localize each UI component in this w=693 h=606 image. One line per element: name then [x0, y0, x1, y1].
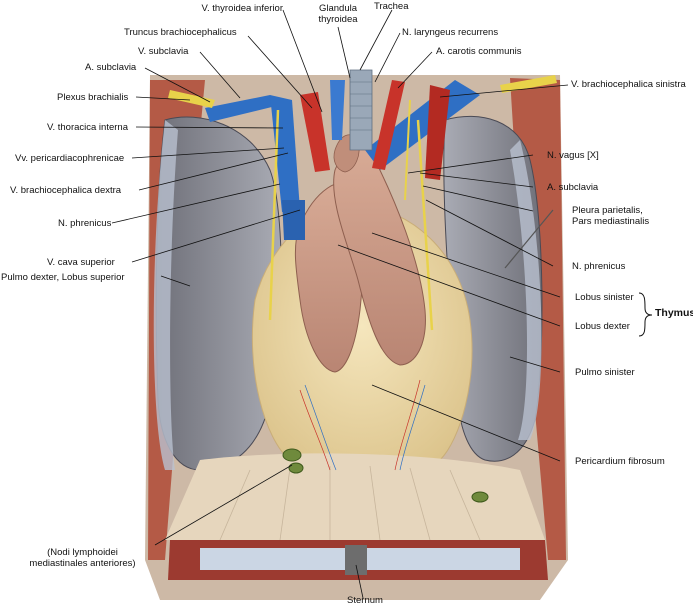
label-a-subclavia-left: A. subclavia: [547, 182, 599, 193]
n-vagus: [404, 99, 411, 201]
label-v-thoracica-interna: V. thoracica interna: [47, 122, 128, 133]
v-cava-superior: [282, 200, 305, 240]
plexus-brachialis: [168, 90, 215, 108]
pericardial-vessels: [299, 379, 421, 471]
label-v-thyroidea-inferior: V. thyroidea inferior: [201, 3, 283, 14]
sternum-bone: [345, 545, 367, 575]
label-pulmo-sinister: Pulmo sinister: [575, 367, 635, 378]
left-lung-pleura: [510, 140, 542, 440]
label-v-subclavia: V. subclavia: [138, 46, 189, 57]
a-carotis-communis: [372, 80, 405, 170]
label-thymus: Thymus: [655, 307, 693, 319]
label-nodi-1: (Nodi lymphoidei: [47, 547, 118, 558]
label-v-brachiocephalica-sinistra: V. brachiocephalica sinistra: [571, 79, 686, 90]
label-a-subclavia-right-top: A. subclavia: [85, 62, 137, 73]
label-lobus-sinister: Lobus sinister: [575, 292, 634, 303]
trachea-rings: [350, 81, 372, 131]
plexus-brachialis-left: [500, 75, 557, 93]
label-v-brachiocephalica-dextra: V. brachiocephalica dextra: [10, 185, 122, 196]
diaphragm-region: [165, 453, 545, 540]
label-n-phrenicus-left: N. phrenicus: [572, 261, 626, 272]
label-glandula-thyroidea-1: Glandula: [318, 3, 358, 14]
label-nodi-2: mediastinales anteriores): [29, 558, 136, 569]
v-subclavia-right: [205, 95, 280, 122]
n-phrenicus-right: [268, 109, 280, 321]
n-phrenicus-left: [416, 119, 434, 331]
label-a-carotis-communis: A. carotis communis: [436, 46, 522, 57]
label-plexus-brachialis: Plexus brachialis: [57, 92, 129, 103]
v-thyroidea-inferior: [330, 80, 345, 140]
label-glandula-thyroidea-2: thyroidea: [318, 14, 358, 25]
label-pleura-parietalis-2: Pars mediastinalis: [572, 216, 650, 227]
lymph-node-1: [282, 448, 302, 462]
label-truncus-brachiocephalicus: Truncus brachiocephalicus: [124, 27, 237, 38]
label-n-laryngeus-recurrens: N. laryngeus recurrens: [402, 27, 499, 38]
label-sternum: Sternum: [347, 595, 383, 606]
a-subclavia-left: [425, 85, 450, 180]
label-pleura-parietalis-1: Pleura parietalis,: [572, 205, 643, 216]
truncus-brachiocephalicus: [300, 92, 330, 172]
label-n-vagus: N. vagus [X]: [547, 150, 599, 161]
lymph-node-2: [288, 462, 304, 474]
v-brachiocephalica-sinistra: [365, 80, 480, 170]
fibrous-strands: [219, 465, 481, 541]
label-trachea: Trachea: [374, 1, 409, 12]
leader-lines: [111, 9, 569, 599]
label-pulmo-dexter: Pulmo dexter, Lobus superior: [1, 272, 125, 283]
thymus-brace: [638, 292, 653, 337]
label-pericardium-fibrosum: Pericardium fibrosum: [575, 456, 665, 467]
label-vv-pericardiacophrenicae: Vv. pericardiacophrenicae: [15, 153, 125, 164]
label-v-cava-superior: V. cava superior: [47, 257, 115, 268]
pleura-pin: [504, 209, 554, 269]
label-lobus-dexter: Lobus dexter: [575, 321, 630, 332]
right-lung-pleura: [153, 120, 178, 470]
label-n-phrenicus-right: N. phrenicus: [58, 218, 112, 229]
lymph-node-3: [471, 491, 489, 503]
